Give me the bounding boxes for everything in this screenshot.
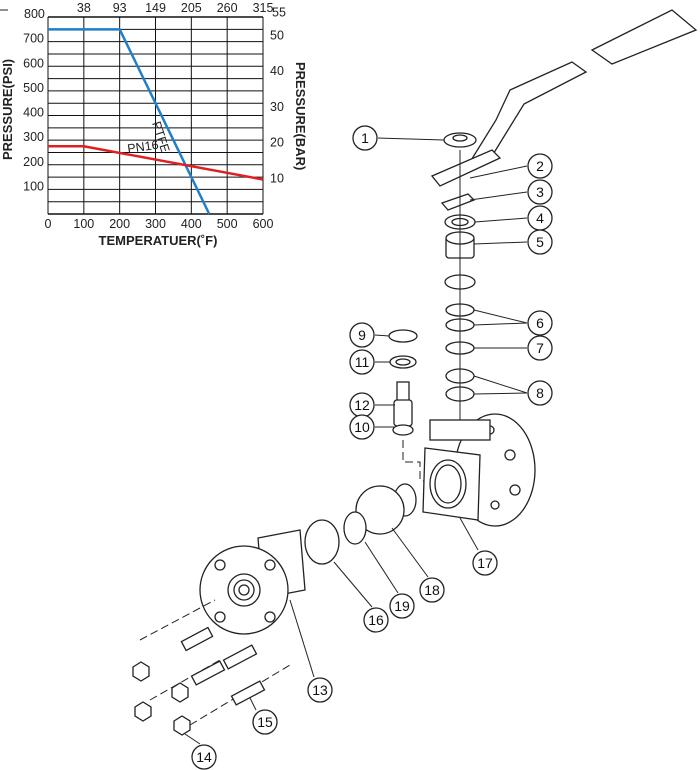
y2-tick-label: 50: [270, 28, 284, 42]
x2-tick-label: 205: [181, 1, 202, 15]
y-tick-label: 200: [23, 155, 44, 169]
callout-4: 4: [527, 205, 553, 231]
callout-17: 17: [472, 550, 498, 576]
valve-body: [422, 413, 536, 527]
y2-tick-label: 30: [270, 100, 284, 114]
stem-parts: [440, 132, 477, 420]
callout-14: 14: [191, 744, 217, 770]
svg-text:2: 2: [536, 158, 544, 174]
x-tick-label: 300: [145, 217, 166, 231]
callout-12: 12: [349, 392, 375, 418]
side-stem-parts: [388, 329, 441, 487]
svg-text:8: 8: [536, 385, 544, 401]
handle: [430, 9, 698, 187]
y2-tick-label: 55: [272, 6, 286, 20]
y-tick-label: 700: [23, 32, 44, 46]
svg-text:19: 19: [394, 598, 410, 614]
y2-axis-label: PRESSURE(BAR): [293, 62, 308, 170]
svg-text:7: 7: [536, 340, 544, 356]
callout-16: 16: [363, 607, 389, 633]
y2-tick-label: 40: [270, 64, 284, 78]
svg-text:18: 18: [424, 582, 440, 598]
svg-text:4: 4: [536, 210, 544, 226]
svg-text:14: 14: [196, 749, 212, 765]
callout-19: 19: [389, 593, 415, 619]
y-tick-label: 500: [23, 81, 44, 95]
y-tick-label: 100: [23, 179, 44, 193]
callout-2: 2: [527, 153, 553, 179]
series-line-ptfe: [48, 28, 211, 215]
callout-8: 8: [527, 380, 553, 406]
x2-tick-label: 149: [145, 1, 166, 15]
chart-ticks: 0 100 200 300 400 500 600 38 93 149 205 260 315 800 10…: [23, 1, 286, 231]
svg-text:5: 5: [536, 234, 544, 250]
y-tick-label: 400: [23, 106, 44, 120]
svg-text:3: 3: [536, 184, 544, 200]
callout-15: 15: [252, 709, 278, 735]
svg-text:11: 11: [355, 354, 370, 370]
callout-18: 18: [419, 577, 445, 603]
y2-tick-label: 20: [270, 136, 284, 150]
y-tick-label: 800: [24, 7, 45, 21]
svg-text:16: 16: [368, 612, 384, 628]
x-tick-label: 400: [181, 217, 202, 231]
y-tick-label: 600: [23, 56, 44, 70]
chart-grid: [47, 16, 264, 215]
y-axis-label: PRESSURE(PSI): [0, 59, 15, 160]
series-line-pn16: [48, 145, 264, 181]
callout-5: 5: [527, 229, 553, 255]
svg-text:17: 17: [477, 555, 493, 571]
svg-text:15: 15: [257, 714, 273, 730]
callout-13: 13: [307, 677, 333, 703]
callout-7: 7: [527, 335, 553, 361]
series-label-pn16: PN16: [126, 138, 159, 156]
x-tick-label: 0: [45, 217, 52, 231]
svg-text:1: 1: [361, 130, 369, 146]
svg-text:13: 13: [312, 682, 328, 698]
x-tick-label: 200: [109, 217, 130, 231]
ball-and-seats: [304, 483, 417, 565]
chart-series: [48, 28, 264, 215]
bolts-and-nuts: [132, 599, 291, 736]
svg-text:6: 6: [536, 315, 544, 331]
y2-tick-label: 10: [270, 171, 284, 185]
y-tick-label: 300: [23, 130, 44, 144]
x-tick-label: 600: [253, 217, 274, 231]
x-tick-label: 100: [73, 217, 94, 231]
svg-text:12: 12: [354, 397, 370, 413]
leader-lines: [184, 137, 528, 745]
callout-1: 1: [352, 125, 378, 151]
x-tick-label: 500: [217, 217, 238, 231]
x-axis-label: TEMPERATUER(˚F): [99, 233, 218, 248]
svg-text:10: 10: [354, 419, 370, 435]
x2-tick-label: 38: [77, 1, 91, 15]
callout-9: 9: [349, 322, 375, 348]
x2-tick-label: 260: [217, 1, 238, 15]
callout-6: 6: [527, 310, 553, 336]
end-cap: [199, 529, 306, 635]
callout-10: 10: [349, 414, 375, 440]
pressure-temperature-chart: 0 100 200 300 400 500 600 38 93 149 205 260 315 800 10…: [0, 1, 308, 248]
x2-tick-label: 315: [253, 1, 274, 15]
callout-3: 3: [527, 179, 553, 205]
x2-tick-label: 93: [113, 1, 127, 15]
callout-11: 11: [349, 349, 375, 375]
svg-text:9: 9: [358, 327, 366, 343]
